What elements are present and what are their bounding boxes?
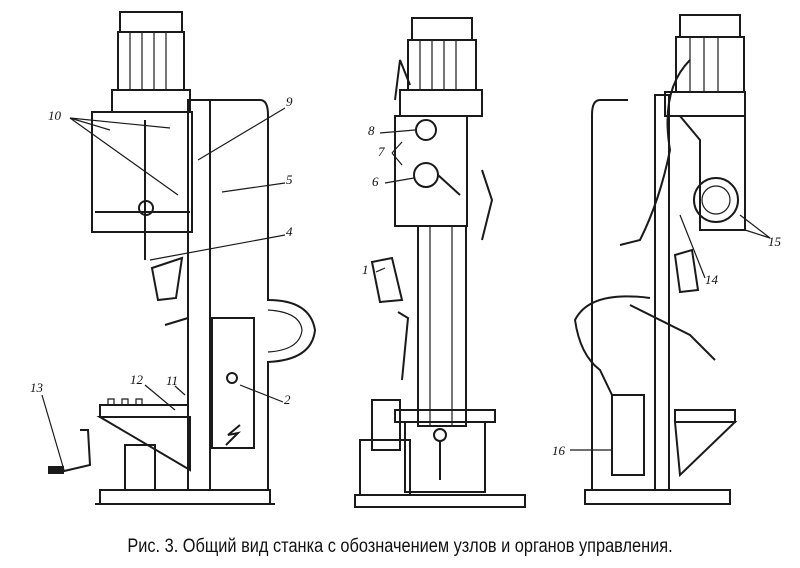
callout-13: 13 [30, 380, 44, 395]
callout-11: 11 [166, 373, 178, 388]
callout-8: 8 [368, 123, 375, 138]
lamp [673, 248, 700, 294]
base [584, 489, 731, 505]
table [674, 409, 736, 423]
right-side-view: 14 15 16 [552, 14, 782, 505]
callout-9: 9 [286, 94, 293, 109]
table [99, 404, 189, 418]
front-view: 8 7 6 1 [354, 17, 526, 508]
callout-7: 7 [378, 144, 385, 159]
headstock [677, 115, 746, 231]
callout-2: 2 [284, 392, 291, 407]
callout-10: 10 [48, 108, 62, 123]
lamp [370, 256, 404, 304]
lamp [150, 256, 184, 302]
callout-12: 12 [130, 372, 144, 387]
callout-1: 1 [362, 262, 369, 277]
motor-cap [119, 11, 183, 33]
column [654, 94, 670, 491]
headstock [394, 115, 468, 227]
base [99, 489, 271, 505]
base [354, 494, 526, 508]
callout-4: 4 [286, 224, 293, 239]
table [394, 409, 496, 423]
figure-caption: Рис. 3. Общий вид станка с обозначением … [127, 536, 673, 557]
callout-5: 5 [286, 172, 293, 187]
callout-14: 14 [705, 272, 719, 287]
callout-16: 16 [552, 443, 566, 458]
motor [117, 31, 185, 91]
callout-15: 15 [768, 234, 782, 249]
motor [407, 39, 477, 91]
callout-6: 6 [372, 174, 379, 189]
headstock [91, 111, 193, 233]
column [417, 225, 467, 427]
left-side-view: 10 9 5 4 13 12 11 2 [30, 11, 317, 505]
control-panel [211, 317, 255, 449]
